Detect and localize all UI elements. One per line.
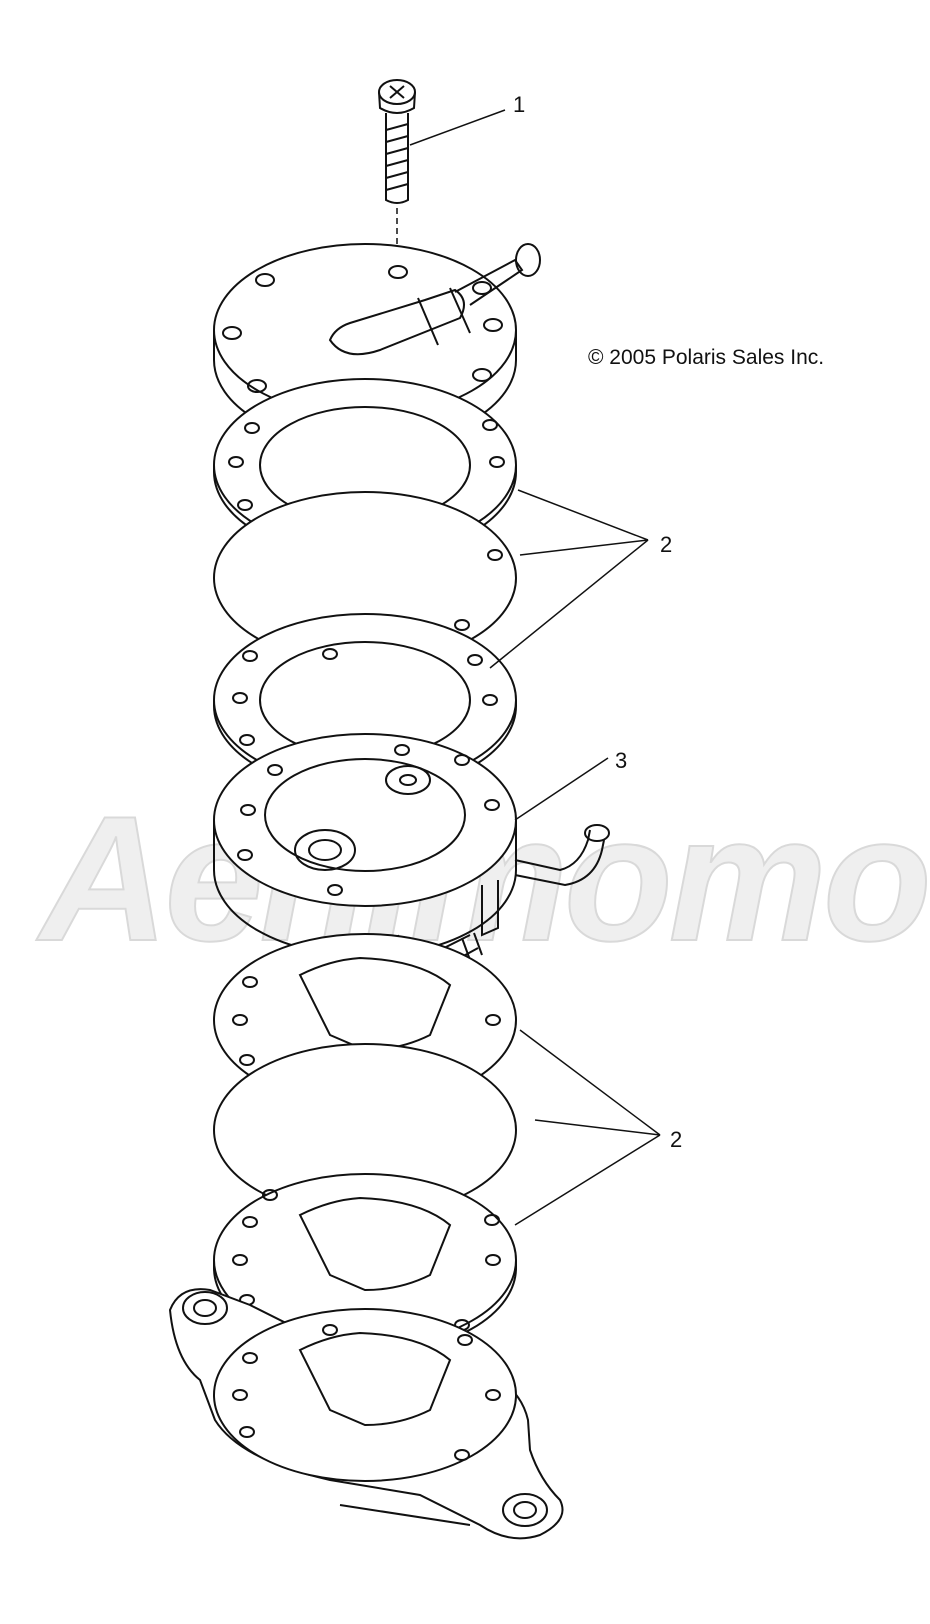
gasket-upper-2 <box>213 613 517 793</box>
callout-1: 1 <box>513 92 526 117</box>
leader-lines <box>409 109 661 1226</box>
pump-body <box>213 733 610 972</box>
base-plate <box>168 1288 564 1540</box>
callout-3: 3 <box>615 748 628 773</box>
copyright-notice: © 2005 Polaris Sales Inc. <box>588 346 825 369</box>
screw <box>378 79 416 262</box>
callout-2-upper: 2 <box>660 532 673 557</box>
callout-2-lower: 2 <box>670 1127 683 1152</box>
